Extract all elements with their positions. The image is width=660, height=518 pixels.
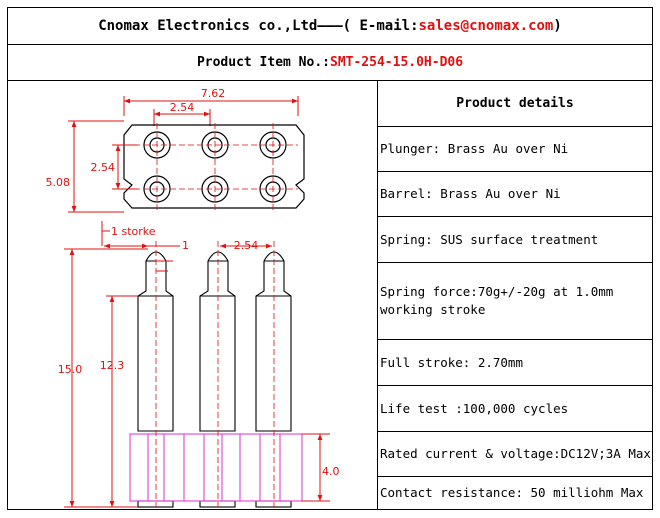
detail-rated-current: Rated current & voltage:DC12V;3A Max	[378, 432, 652, 477]
side-view: 1 storke 1 2.54	[58, 221, 340, 508]
detail-contact-resistance: Contact resistance: 50 milliohm Max	[380, 485, 644, 500]
housing-outline	[123, 124, 305, 209]
drawing-svg: 7.62 2.54	[46, 87, 340, 508]
detail-full-stroke: Full stroke: 2.70mm	[378, 340, 652, 386]
detail-spring: Spring: SUS surface treatment	[378, 217, 652, 263]
plastic-base	[129, 433, 303, 502]
dim-pitch-side-label: 2.54	[91, 161, 116, 174]
detail-plunger: Plunger: Brass Au over Ni	[378, 127, 652, 172]
dim-one-label: 1	[182, 239, 189, 252]
detail-spring-force: Spring force:70g+/-20g at 1.0mm working …	[378, 263, 652, 340]
email-link[interactable]: sales@cnomax.com	[418, 18, 554, 34]
product-item-number: SMT-254-15.0H-D06	[330, 55, 464, 70]
product-item-label: Product Item No.:	[196, 55, 330, 70]
header-close: )	[553, 18, 562, 34]
company-name: Cnomax Electronics co.,Ltd———( E-mail:	[98, 18, 419, 34]
dim-base-height-label: 4.0	[322, 465, 340, 478]
technical-drawing: 7.62 2.54	[8, 81, 378, 509]
dim-height-label: 5.08	[46, 176, 71, 189]
product-row: Product Item No.: SMT-254-15.0H-D06	[8, 45, 652, 81]
dim-stroke-label: 1 storke	[111, 225, 156, 238]
spec-sheet: Cnomax Electronics co.,Ltd———( E-mail: s…	[7, 7, 653, 510]
dim-pitch-side-view-label: 2.54	[234, 239, 259, 252]
dim-width-label: 7.62	[201, 87, 226, 100]
dim-pitch-top-label: 2.54	[170, 101, 195, 114]
dim-body-length-label: 12.3	[100, 359, 125, 372]
top-view: 7.62 2.54	[46, 87, 305, 213]
details-title: Product details	[378, 81, 652, 127]
detail-life-test: Life test :100,000 cycles	[378, 386, 652, 432]
detail-barrel: Barrel: Brass Au over Ni	[378, 172, 652, 217]
product-details-table: Product details Plunger: Brass Au over N…	[378, 81, 652, 509]
dim-total-length-label: 15.0	[58, 363, 83, 376]
header-row: Cnomax Electronics co.,Ltd———( E-mail: s…	[8, 8, 652, 45]
